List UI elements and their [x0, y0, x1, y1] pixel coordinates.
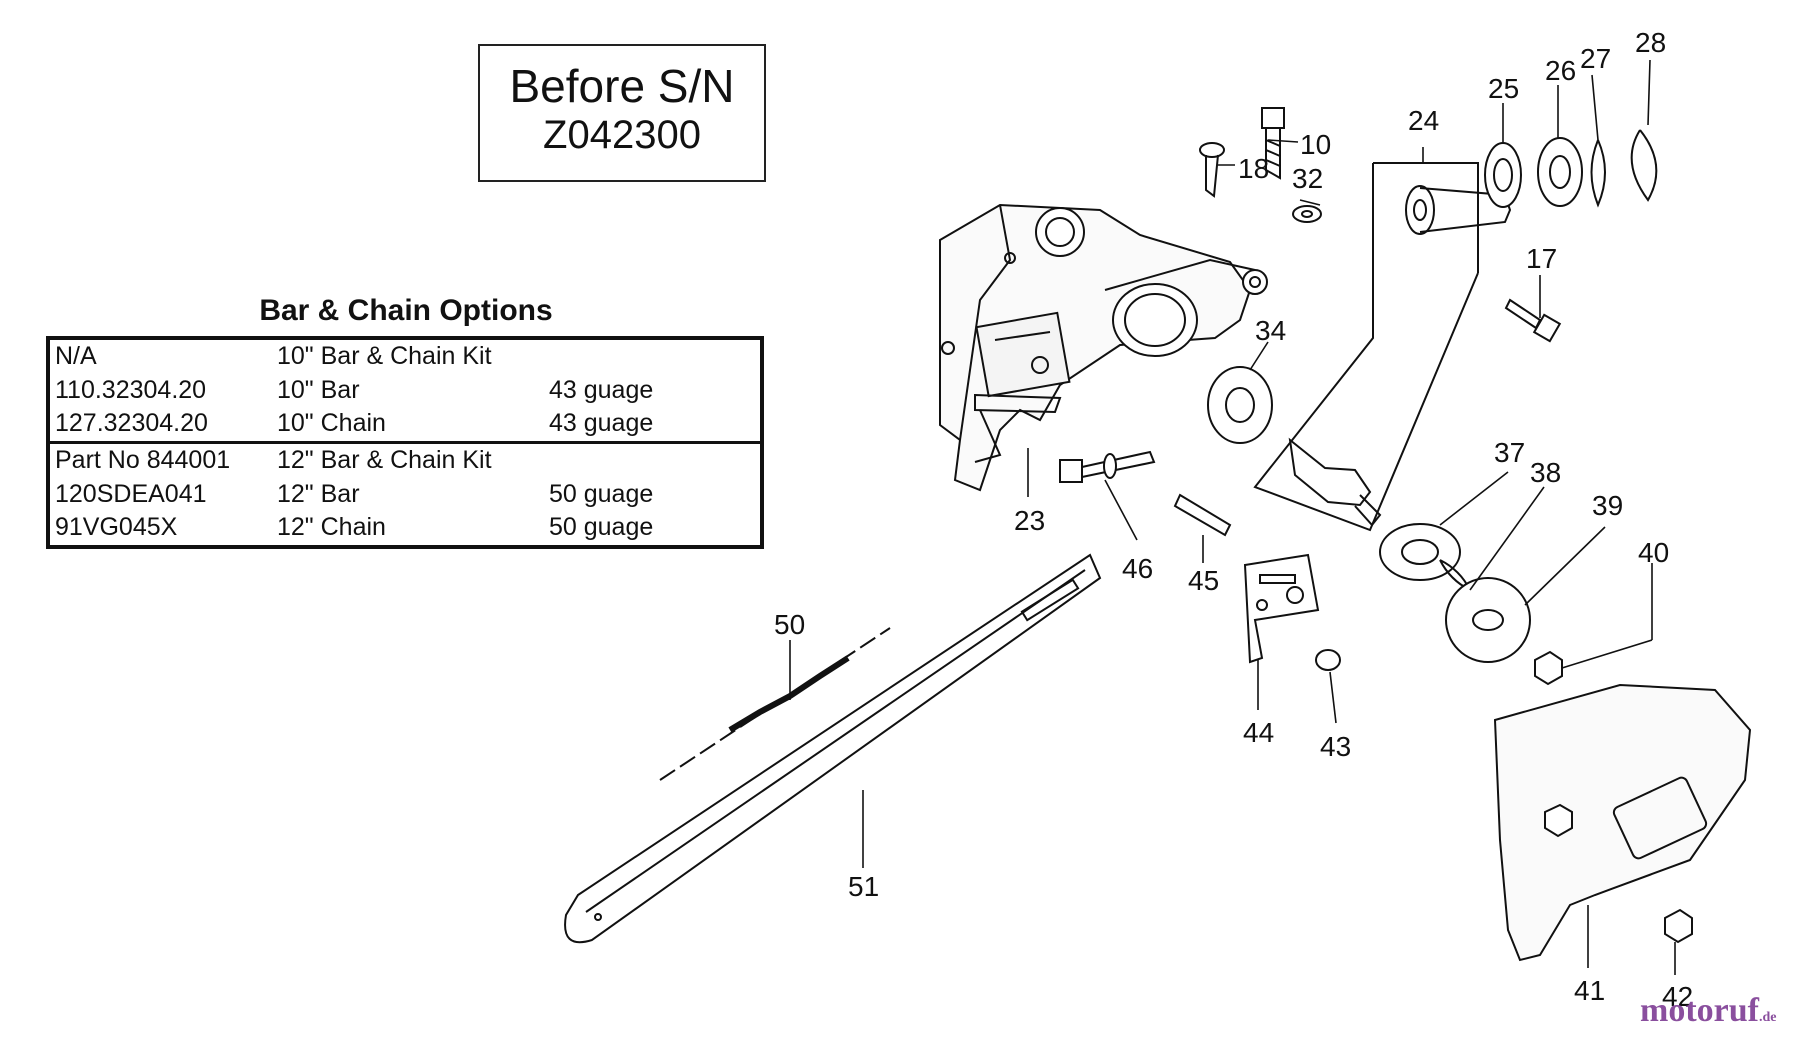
part-gauge: 43 guage: [549, 409, 654, 438]
part-number: 91VG045X: [55, 513, 178, 542]
callout-32: 32: [1292, 163, 1323, 194]
watermark-suffix: .de: [1758, 1010, 1777, 1025]
gearbox-housing: [939, 203, 1268, 492]
part-number: N/A: [55, 342, 97, 371]
callout-44: 44: [1243, 717, 1274, 748]
callout-39: 39: [1592, 490, 1623, 521]
circlip-28-icon: [1630, 129, 1658, 202]
part-description: 10" Bar: [277, 375, 360, 404]
watermark-text: motoruf: [1640, 992, 1759, 1029]
callout-38: 38: [1530, 457, 1561, 488]
screw-10-icon: [1261, 107, 1285, 180]
part-description: 12" Bar & Chain Kit: [277, 446, 492, 475]
circlip-27-icon: [1590, 139, 1606, 208]
callout-25: 25: [1488, 73, 1519, 104]
table-row: Part No 844001 12" Bar & Chain Kit: [50, 444, 760, 478]
part-number: 110.32304.20: [55, 375, 207, 404]
part-description: 10" Chain: [277, 409, 386, 438]
options-group-10in: N/A 10" Bar & Chain Kit 110.32304.20 10"…: [50, 340, 760, 444]
shaft-24-icon: [1405, 185, 1512, 235]
options-group-12in: Part No 844001 12" Bar & Chain Kit 120SD…: [50, 444, 760, 545]
part-number: 120SDEA041: [55, 479, 207, 508]
bearing-26-icon: [1537, 137, 1583, 207]
plate-44-icon: [1243, 553, 1320, 664]
washer-32-icon: [1292, 205, 1322, 223]
serial-label: Before S/N: [509, 60, 735, 112]
part-description: 12" Chain: [277, 513, 386, 542]
callout-43: 43: [1320, 731, 1351, 762]
table-row: N/A 10" Bar & Chain Kit: [50, 340, 760, 374]
serial-number-box: Before S/N Z042300: [478, 44, 766, 182]
part-gauge: 43 guage: [549, 375, 654, 404]
part-description: 12" Bar: [277, 479, 360, 508]
options-table: N/A 10" Bar & Chain Kit 110.32304.20 10"…: [46, 336, 764, 549]
part-description: 10" Bar & Chain Kit: [277, 342, 492, 371]
callout-23: 23: [1014, 505, 1045, 536]
chain-50-icon: [659, 627, 891, 781]
table-row: 91VG045X 12" Chain 50 guage: [50, 511, 760, 545]
callout-40: 40: [1638, 537, 1669, 568]
options-title: Bar & Chain Options: [259, 294, 553, 327]
sprocket-37-icon: [1379, 523, 1461, 581]
table-row: 110.32304.20 10" Bar 43 guage: [50, 374, 760, 408]
callout-28: 28: [1635, 27, 1666, 58]
callout-10: 10: [1300, 129, 1331, 160]
nut-42-icon: [1664, 908, 1693, 944]
part-gauge: 50 guage: [549, 513, 654, 542]
callout-41: 41: [1574, 975, 1605, 1006]
shaft-assembly-24: [1253, 163, 1479, 532]
part-number: 127.32304.20: [55, 409, 208, 438]
screw-18-icon: [1199, 142, 1225, 198]
callout-24: 24: [1408, 105, 1439, 136]
nut-40-icon: [1534, 650, 1563, 686]
table-row: 127.32304.20 10" Chain 43 guage: [50, 407, 760, 441]
callout-26: 26: [1545, 55, 1576, 86]
callout-50: 50: [774, 609, 805, 640]
pin-45-icon: [1173, 493, 1232, 537]
callout-34: 34: [1255, 315, 1286, 346]
drive-shaft-icon: [1288, 437, 1382, 527]
table-row: 120SDEA041 12" Bar 50 guage: [50, 477, 760, 511]
chain-guard-41-icon: [1493, 683, 1752, 962]
callout-42: 42: [1662, 981, 1693, 1012]
guide-bar-51-icon: [564, 553, 1102, 944]
bearing-34-icon: [1207, 366, 1273, 444]
screw-43-icon: [1315, 649, 1341, 671]
callout-51: 51: [848, 871, 879, 902]
callout-27: 27: [1580, 43, 1611, 74]
bearing-25-icon: [1484, 142, 1522, 208]
part-number: Part No 844001: [55, 446, 231, 475]
callout-18: 18: [1238, 153, 1269, 184]
drum-39-icon: [1445, 577, 1531, 663]
bolt-46-icon: [1059, 450, 1156, 483]
callout-17: 17: [1526, 243, 1557, 274]
callout-45: 45: [1188, 565, 1219, 596]
callout-46: 46: [1122, 553, 1153, 584]
serial-number: Z042300: [543, 113, 701, 157]
watermark-logo: motoruf.de: [1640, 992, 1776, 1030]
callout-37: 37: [1494, 437, 1525, 468]
part-gauge: 50 guage: [549, 479, 654, 508]
bolt-17-icon: [1504, 298, 1562, 343]
